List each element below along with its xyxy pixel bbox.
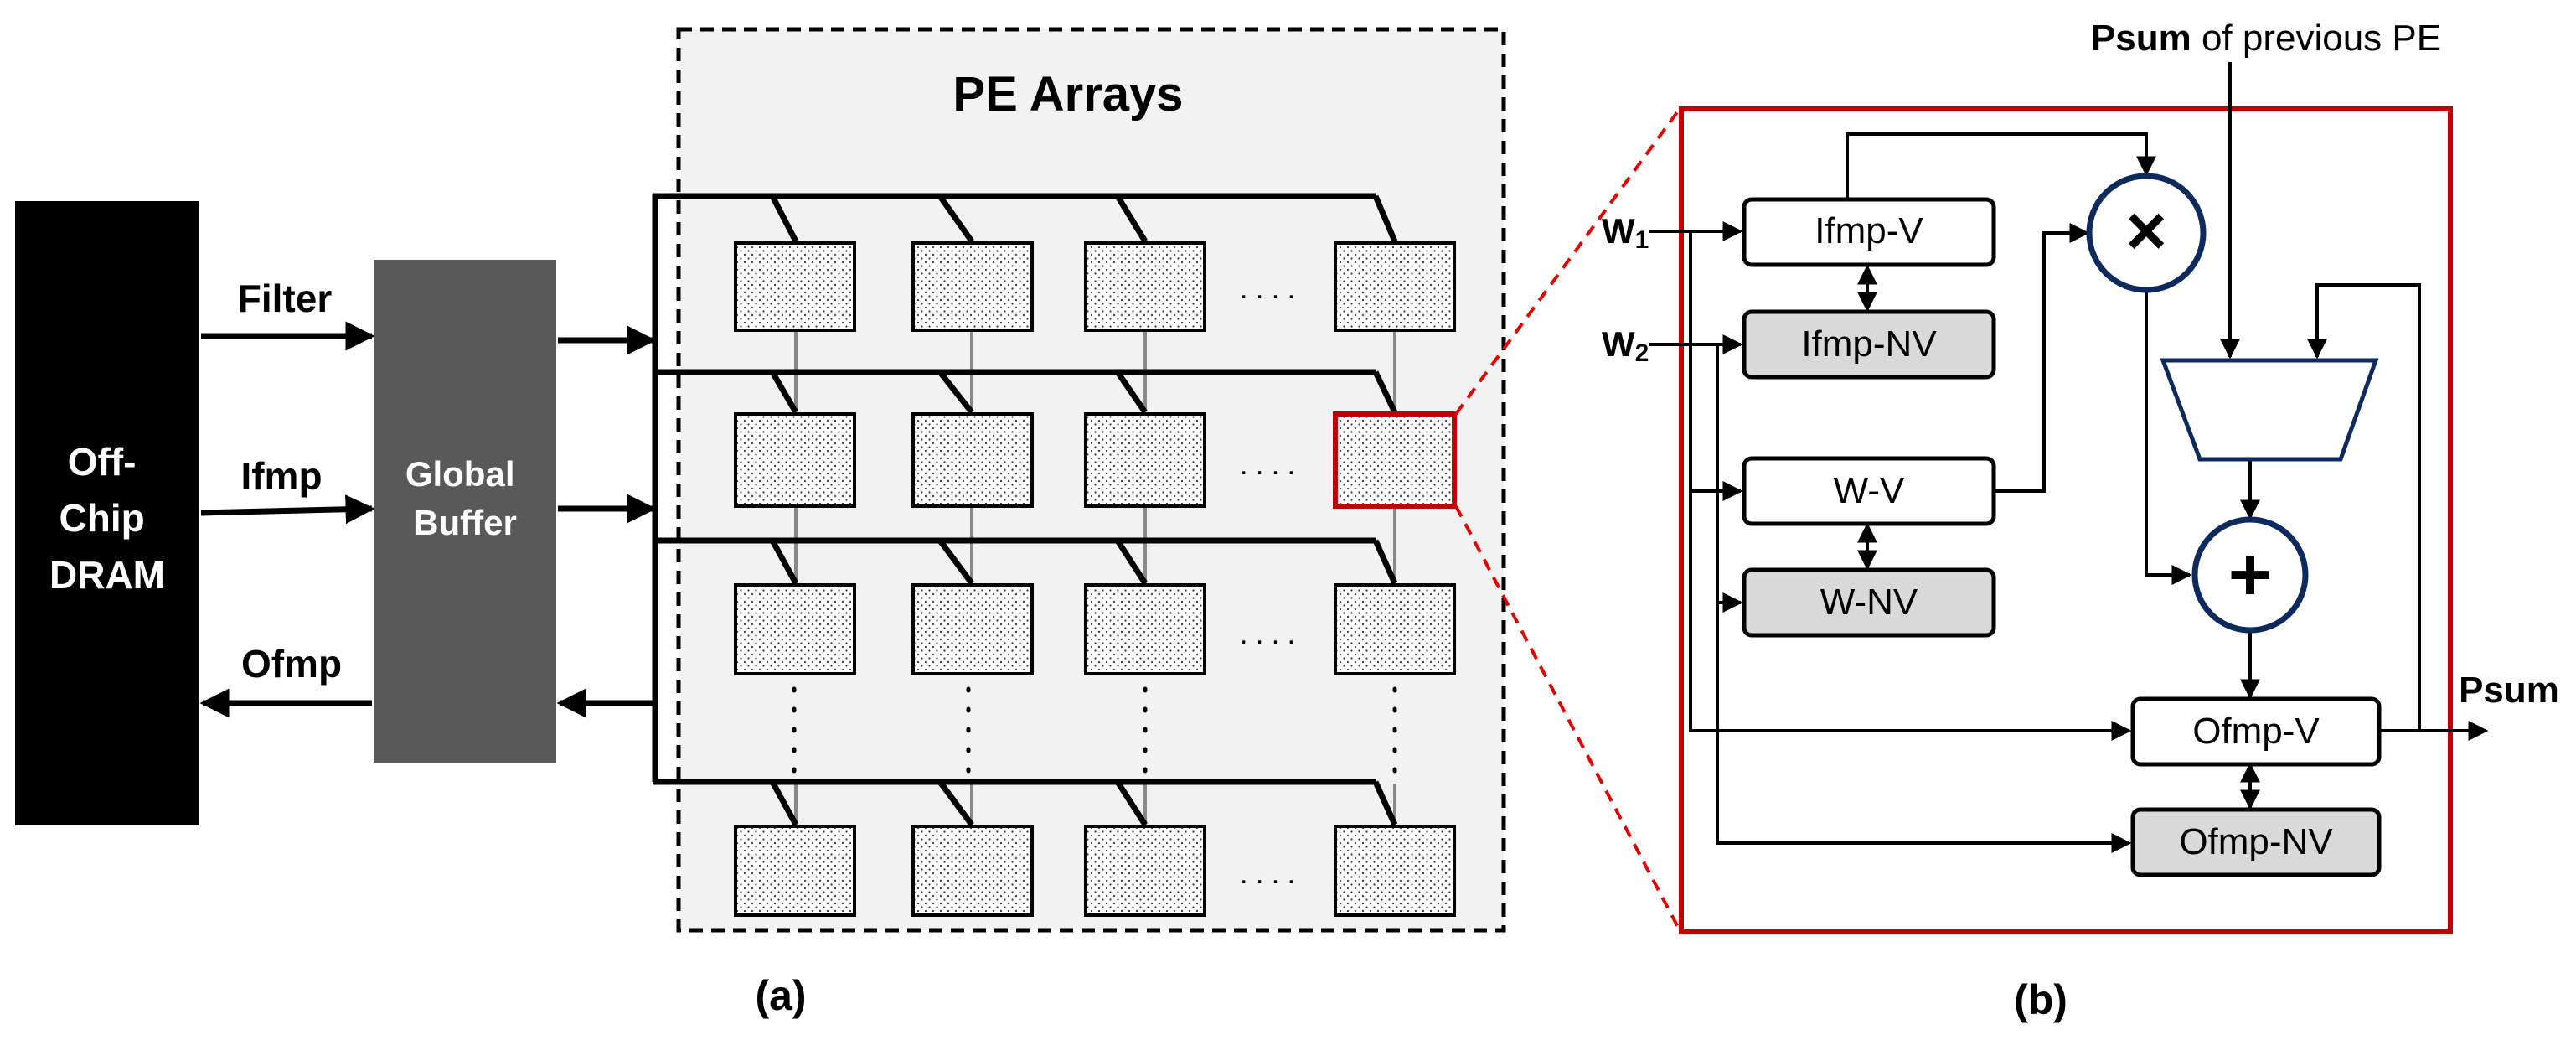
pe-block — [1334, 241, 1456, 332]
ofmp-nv-label: Ofmp-NV — [2179, 821, 2333, 862]
pe-block — [1334, 825, 1456, 917]
caption-a: (a) — [755, 972, 806, 1019]
pe-grid — [734, 241, 1456, 917]
psum-previous-label: Psum of previous PE — [2091, 18, 2441, 59]
pe-block — [1084, 583, 1206, 675]
ofmp-v-register — [2130, 696, 2382, 767]
ifmp-nv-register — [1742, 309, 1996, 380]
multiply-icon: × — [2125, 191, 2166, 270]
mux-trapezoid — [2160, 358, 2379, 462]
w-nv-label: W-NV — [1820, 582, 1918, 623]
pe-internal-wiring — [1649, 62, 2489, 853]
w1-label: W1 — [1602, 211, 1649, 254]
global-buffer-block — [374, 260, 556, 763]
pe-block — [1334, 583, 1456, 675]
ifmp-arrow — [200, 494, 375, 525]
pe-block — [734, 241, 856, 332]
pe-block — [1084, 412, 1206, 508]
ifmp-v-label: Ifmp-V — [1815, 210, 1923, 251]
row-ellipsis-2: . . . . — [1240, 449, 1295, 481]
pe-block — [1084, 241, 1206, 332]
highlighted-pe-block — [1333, 411, 1457, 509]
adder-circle — [2191, 516, 2309, 634]
w-nv-register — [1742, 567, 1996, 638]
broadcast-bus-row-1 — [653, 193, 1398, 244]
w2-label: W2 — [1602, 324, 1649, 367]
ofmp-label: Ofmp — [241, 642, 342, 686]
ifmp-nv-label: Ifmp-NV — [1801, 323, 1937, 365]
pe-block — [734, 412, 856, 508]
pe-block — [911, 412, 1034, 508]
pe-block — [911, 583, 1034, 675]
broadcast-bus-row-4 — [653, 779, 1398, 827]
ofmp-nv-register — [2130, 807, 2382, 877]
ofmp-v-label: Ofmp-V — [2192, 711, 2320, 752]
ifmp-label: Ifmp — [240, 454, 322, 498]
off-chip-dram-block — [15, 201, 199, 825]
pe-block — [734, 825, 856, 917]
zoom-line-top — [1454, 107, 1681, 416]
w-v-label: W-V — [1834, 470, 1905, 511]
ifmp-v-register — [1742, 197, 1996, 267]
pe-block — [1084, 825, 1206, 917]
pe-block — [911, 241, 1034, 332]
pe-block — [734, 583, 856, 675]
caption-b: (b) — [2014, 976, 2068, 1023]
pe-block — [911, 825, 1034, 917]
pe-arrays-title: PE Arrays — [952, 67, 1183, 122]
broadcast-bus-row-3 — [653, 537, 1398, 586]
global-buffer-label: Global Buffer — [405, 454, 524, 542]
row-ellipsis-1: . . . . — [1240, 273, 1295, 305]
filter-label: Filter — [238, 277, 333, 320]
dram-label: Off- Chip DRAM — [49, 440, 165, 597]
psum-output-label: Psum — [2459, 670, 2559, 711]
pe-vertical-links — [794, 318, 1396, 825]
volatile-nonvolatile-links — [1857, 264, 2260, 810]
row-ellipsis-4: . . . . — [1240, 858, 1295, 890]
add-icon: + — [2228, 533, 2273, 617]
broadcast-bus-row-2 — [653, 369, 1398, 415]
multiplier-circle — [2086, 173, 2207, 293]
row-ellipsis-3: . . . . — [1240, 618, 1295, 650]
w-v-register — [1742, 456, 1996, 526]
